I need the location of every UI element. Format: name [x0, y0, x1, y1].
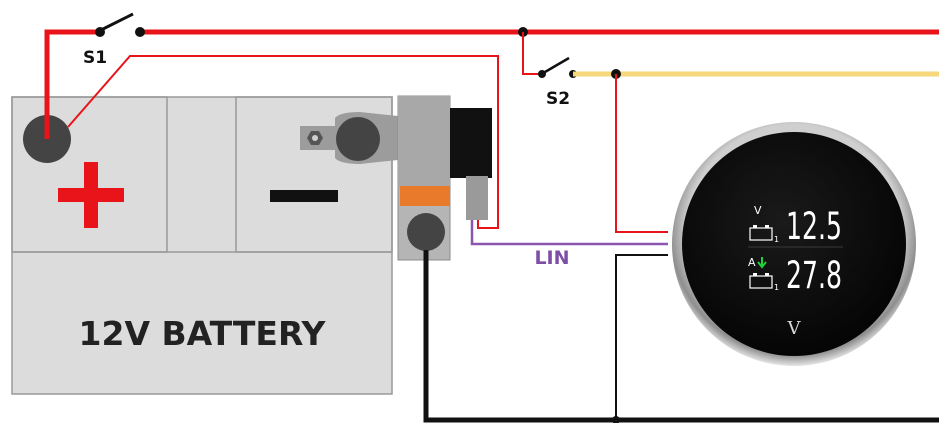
brand-logo: V — [787, 318, 802, 339]
plus-sign-vertical — [84, 162, 98, 228]
negative-terminal-assembly — [300, 112, 398, 164]
battery-icon-current — [749, 273, 773, 289]
battery-index-voltage: 1 — [774, 235, 779, 244]
lin-wire — [470, 220, 668, 246]
switch-s2-label: S2 — [546, 89, 570, 109]
monitor-ignition-wire — [615, 74, 668, 233]
lin-label: LIN — [534, 247, 569, 269]
switch-s1-label: S1 — [83, 48, 107, 68]
voltage-value: 12.5 — [786, 205, 842, 248]
ground-wire-main — [423, 250, 939, 423]
battery-sensor — [397, 95, 492, 261]
minus-sign — [270, 190, 338, 202]
ground-terminal — [407, 213, 445, 251]
switch-s1: S1 — [83, 12, 145, 68]
s2-feed-wire — [522, 32, 540, 75]
current-unit: A — [748, 256, 756, 269]
battery-cell-right — [235, 96, 393, 253]
battery-index-current: 1 — [774, 283, 779, 292]
monitor-face — [682, 132, 906, 356]
battery-monitor: V 1 12.5 A 1 27.8 V — [672, 122, 916, 366]
switch-s2: S2 — [538, 56, 577, 109]
junction-dot-ground — [612, 416, 620, 423]
battery-label: 12V BATTERY — [79, 314, 327, 353]
sensor-copper-band — [400, 186, 450, 206]
sensor-connector — [450, 108, 492, 178]
sensor-plug — [466, 176, 488, 220]
monitor-ground-wire — [615, 254, 668, 420]
sense-wire — [67, 55, 499, 229]
battery-icon-voltage — [749, 225, 773, 241]
battery-cell-left — [11, 96, 168, 253]
positive-wire-left — [44, 29, 100, 139]
voltage-unit: V — [754, 204, 762, 217]
current-arrow-down-icon — [757, 257, 767, 269]
negative-terminal — [336, 117, 380, 161]
current-value: 27.8 — [786, 254, 842, 297]
